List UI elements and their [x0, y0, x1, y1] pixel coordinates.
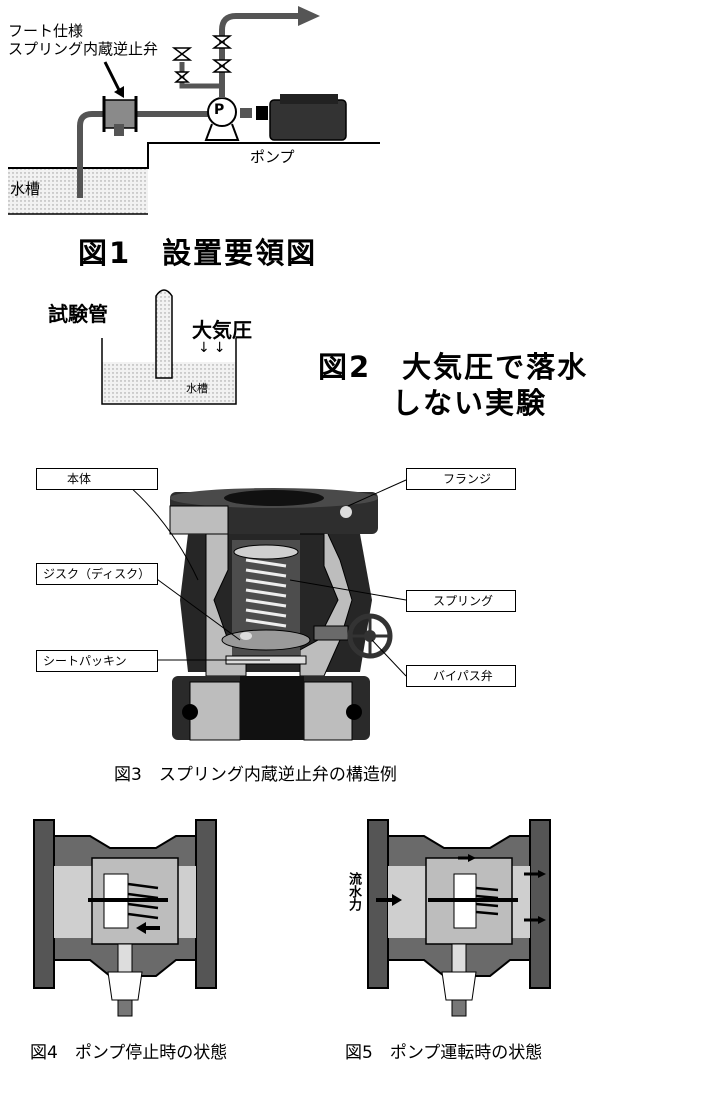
- suction-pipe: [77, 111, 210, 198]
- fig2-caption-line1: 図2 大気圧で落水: [318, 350, 589, 384]
- fig5-valve-running: [367, 819, 551, 1017]
- spring: [245, 558, 287, 628]
- label-foot-valve-line2: スプリング内蔵逆止弁: [8, 40, 159, 58]
- label-fig2-tank: 水槽: [186, 382, 208, 395]
- discharge-pipe: [219, 13, 300, 98]
- label-body: 本体: [36, 468, 158, 490]
- label-pump: ポンプ: [250, 148, 295, 166]
- label-test-tube: 試験管: [48, 302, 108, 326]
- fig2-caption-line2: しない実験: [392, 386, 548, 420]
- label-flange: フランジ: [406, 468, 516, 490]
- fig4-caption: 図4 ポンプ停止時の状態: [30, 1043, 228, 1063]
- bypass-valve: [313, 613, 393, 659]
- pressure-arrows: ↓↓: [198, 340, 230, 356]
- fig2-experiment-diagram: [101, 289, 237, 405]
- pointer-arrow: [103, 61, 122, 93]
- label-seat-packing: シートパッキン: [36, 650, 158, 672]
- foot-check-valve: [103, 99, 137, 129]
- motor: [269, 99, 347, 141]
- fig5-caption: 図5 ポンプ運転時の状態: [345, 1043, 543, 1063]
- label-spring: スプリング: [406, 590, 516, 612]
- fig3-valve-cutaway: [121, 479, 407, 741]
- label-bypass-valve: バイパス弁: [406, 665, 516, 687]
- label-disc: ジスク（ディスク）: [36, 563, 158, 585]
- disc: [221, 629, 311, 651]
- fig2-tank: [101, 338, 237, 405]
- label-flow-force: 流水力: [346, 872, 361, 911]
- test-tube: [155, 289, 173, 379]
- label-atmospheric-pressure: 大気圧: [192, 318, 252, 342]
- fig4-valve-stopped: [33, 819, 217, 1017]
- pump-letter: P: [214, 102, 225, 118]
- fig3-caption: 図3 スプリング内蔵逆止弁の構造例: [114, 765, 397, 785]
- label-water-tank: 水槽: [10, 180, 41, 198]
- ground-line: [8, 142, 380, 169]
- label-foot-valve-line1: フート仕様: [8, 22, 84, 40]
- fig1-installation-diagram: [8, 6, 380, 215]
- fig1-caption: 図1 設置要領図: [78, 236, 318, 270]
